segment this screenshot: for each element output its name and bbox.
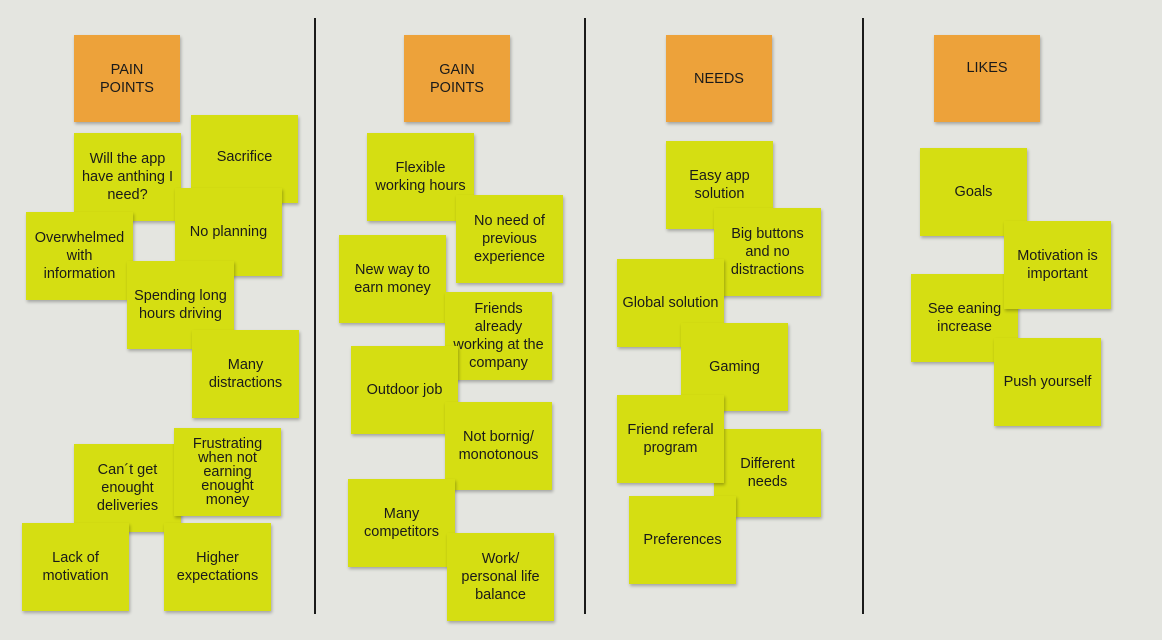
sticky-note-no-experience[interactable]: No need of previous experience (456, 195, 563, 283)
sticky-note-big-buttons[interactable]: Big buttons and no distractions (714, 208, 821, 296)
sticky-note-outdoor-job[interactable]: Outdoor job (351, 346, 458, 434)
sticky-note-competitors[interactable]: Many competitors (348, 479, 455, 567)
sticky-note-work-life[interactable]: Work/ personal life balance (447, 533, 554, 621)
sticky-note-friends[interactable]: Friends already working at the company (445, 292, 552, 380)
header-gain-points[interactable]: GAIN POINTS (404, 35, 510, 122)
sticky-note-frustrating[interactable]: Frustrating when not earning enought mon… (174, 428, 281, 516)
header-likes[interactable]: LIKES (934, 35, 1040, 122)
sticky-note-lack-motivation[interactable]: Lack of motivation (22, 523, 129, 611)
sticky-note-overwhelmed[interactable]: Overwhelmed with information (26, 212, 133, 300)
sticky-note-earn-money[interactable]: New way to earn money (339, 235, 446, 323)
sticky-note-distractions[interactable]: Many distractions (192, 330, 299, 418)
sticky-note-higher-expectations[interactable]: Higher expectations (164, 523, 271, 611)
sticky-note-preferences[interactable]: Preferences (629, 496, 736, 584)
header-needs[interactable]: NEEDS (666, 35, 772, 122)
sticky-note-app-needs[interactable]: Will the app have anthing I need? (74, 133, 181, 221)
column-divider (584, 18, 586, 614)
sticky-note-motivation-important[interactable]: Motivation is important (1004, 221, 1111, 309)
sticky-note-flexible-hours[interactable]: Flexible working hours (367, 133, 474, 221)
sticky-note-not-boring[interactable]: Not bornig/ monotonous (445, 402, 552, 490)
sticky-note-different-needs[interactable]: Different needs (714, 429, 821, 517)
column-divider (314, 18, 316, 614)
column-divider (862, 18, 864, 614)
header-pain-points[interactable]: PAIN POINTS (74, 35, 180, 122)
sticky-note-push-yourself[interactable]: Push yourself (994, 338, 1101, 426)
sticky-note-friend-referral[interactable]: Friend referal program (617, 395, 724, 483)
sticky-note-deliveries[interactable]: Can´t get enought deliveries (74, 444, 181, 532)
